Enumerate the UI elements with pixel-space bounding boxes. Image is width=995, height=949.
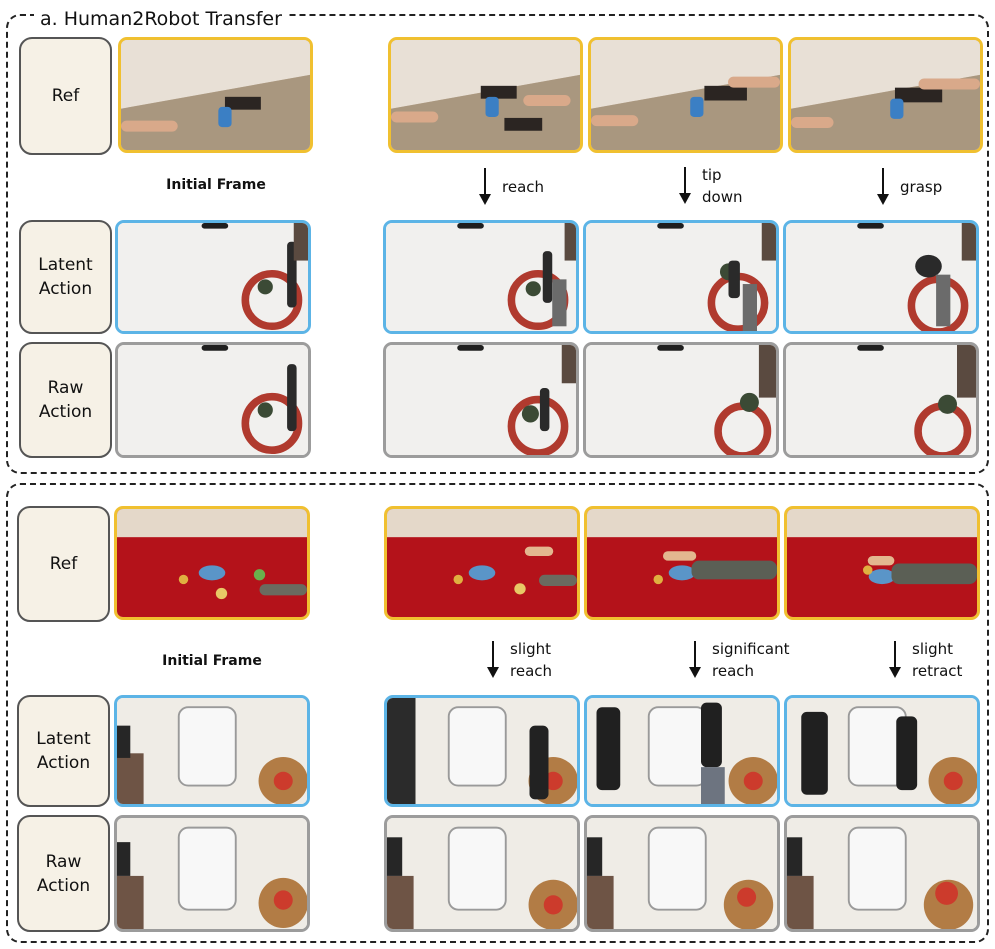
latent-frame-b-3 — [784, 695, 980, 807]
down-arrow-icon — [688, 641, 702, 679]
raw-frame-b-3 — [784, 815, 980, 932]
ref-frame-a-1 — [388, 37, 583, 153]
row-label-ref-b: Ref — [17, 506, 110, 622]
ref-frame-b-2 — [584, 506, 780, 620]
step-b-1: slight reach — [486, 638, 552, 682]
step-a-1: reach — [478, 168, 544, 206]
step-label-a-1: reach — [502, 176, 544, 198]
step-label-b-2: significant reach — [712, 638, 789, 682]
raw-frame-a-2 — [583, 342, 779, 458]
down-arrow-icon — [478, 168, 492, 206]
down-arrow-icon — [888, 641, 902, 679]
latent-frame-a-3 — [783, 220, 979, 334]
initial-frame-label-a: Initial Frame — [118, 177, 314, 193]
ref-initial-frame-a — [118, 37, 313, 153]
latent-frame-b-1 — [384, 695, 580, 807]
row-label-ref-a: Ref — [19, 37, 112, 155]
step-a-2: tip down — [678, 164, 742, 208]
step-b-3: slight retract — [888, 638, 962, 682]
step-label-b-1: slight reach — [510, 638, 552, 682]
ref-frame-a-3 — [788, 37, 983, 153]
latent-frame-b-2 — [584, 695, 780, 807]
latent-initial-frame-a — [115, 220, 311, 334]
initial-frame-label-b: Initial Frame — [114, 653, 310, 669]
step-label-a-2: tip down — [702, 164, 742, 208]
row-label-latent-a: Latent Action — [19, 220, 112, 334]
ref-frame-b-3 — [784, 506, 980, 620]
ref-initial-frame-b — [114, 506, 310, 620]
raw-frame-a-1 — [383, 342, 579, 458]
down-arrow-icon — [678, 167, 692, 205]
latent-frame-a-2 — [583, 220, 779, 334]
step-label-b-3: slight retract — [912, 638, 962, 682]
step-a-3: grasp — [876, 168, 942, 206]
step-label-a-3: grasp — [900, 176, 942, 198]
raw-initial-frame-b — [114, 815, 310, 932]
down-arrow-icon — [876, 168, 890, 206]
panel-a-title: a. Human2Robot Transfer — [34, 8, 288, 30]
raw-frame-b-1 — [384, 815, 580, 932]
step-b-2: significant reach — [688, 638, 789, 682]
ref-frame-a-2 — [588, 37, 783, 153]
ref-frame-b-1 — [384, 506, 580, 620]
latent-frame-a-1 — [383, 220, 579, 334]
row-label-latent-b: Latent Action — [17, 695, 110, 807]
raw-initial-frame-a — [115, 342, 311, 458]
row-label-raw-a: Raw Action — [19, 342, 112, 458]
raw-frame-b-2 — [584, 815, 780, 932]
down-arrow-icon — [486, 641, 500, 679]
latent-initial-frame-b — [114, 695, 310, 807]
raw-frame-a-3 — [783, 342, 979, 458]
row-label-raw-b: Raw Action — [17, 815, 110, 932]
